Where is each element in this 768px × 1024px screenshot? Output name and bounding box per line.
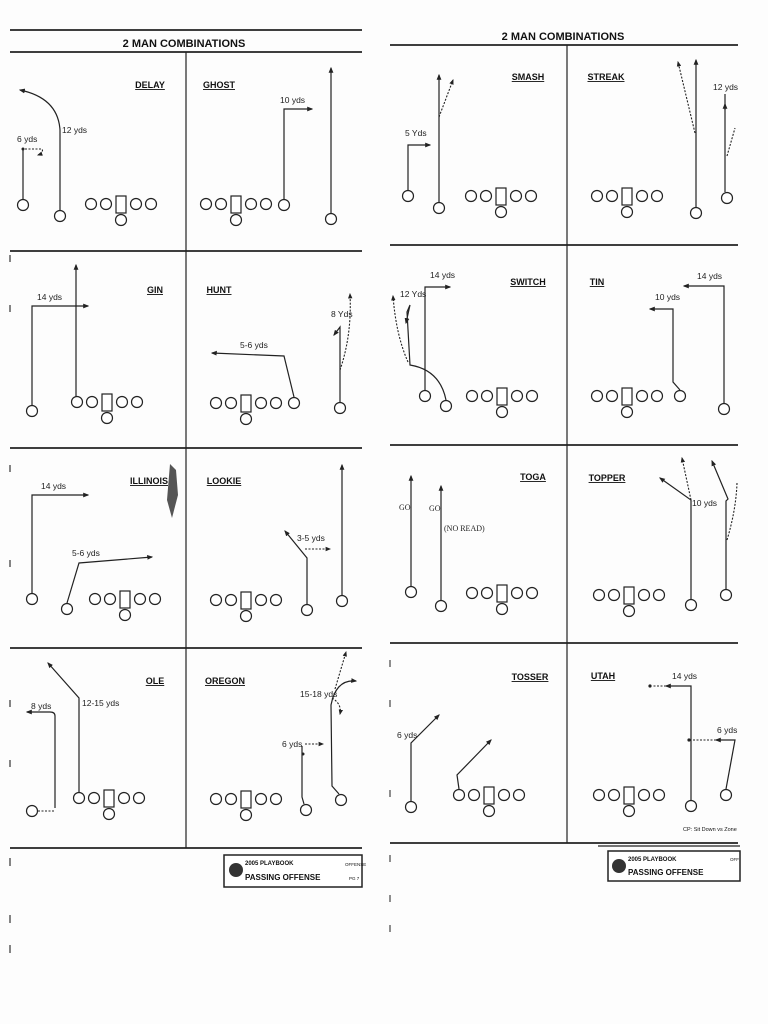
svg-text:OLE: OLE xyxy=(146,676,165,686)
svg-text:TOSSER: TOSSER xyxy=(512,672,549,682)
svg-text:5 Yds: 5 Yds xyxy=(405,128,427,138)
play-ole: OLE 8 yds 12-15 yds xyxy=(25,662,165,821)
svg-text:PASSING OFFENSE: PASSING OFFENSE xyxy=(245,873,321,882)
svg-text:PG 7: PG 7 xyxy=(349,876,360,881)
svg-text:HUNT: HUNT xyxy=(207,285,232,295)
svg-text:6 yds: 6 yds xyxy=(397,730,417,740)
svg-text:6 yds: 6 yds xyxy=(282,739,302,749)
footer-badge: 2005 PLAYBOOK PASSING OFFENSE OFFENSE PG… xyxy=(223,854,366,888)
svg-text:GO: GO xyxy=(429,504,441,513)
play-gin: GIN 14 yds xyxy=(25,263,163,425)
svg-text:2005 PLAYBOOK: 2005 PLAYBOOK xyxy=(245,861,294,867)
svg-text:OFFENSE: OFFENSE xyxy=(345,862,366,867)
play-toga: TOGA GO GO (NO READ) xyxy=(399,472,546,616)
svg-text:LOOKIE: LOOKIE xyxy=(207,476,242,486)
page-title: 2 MAN COMBINATIONS xyxy=(123,38,246,50)
svg-text:10 yds: 10 yds xyxy=(692,498,717,508)
play-ghost: GHOST 10 yds xyxy=(199,66,338,227)
svg-text:STREAK: STREAK xyxy=(587,72,625,82)
svg-text:14 yds: 14 yds xyxy=(37,292,62,302)
svg-text:10 yds: 10 yds xyxy=(655,292,680,302)
play-streak: STREAK 12 yds xyxy=(587,58,738,220)
svg-text:15-18 yds: 15-18 yds xyxy=(300,689,337,699)
svg-text:GIN: GIN xyxy=(147,285,163,295)
svg-text:(NO READ): (NO READ) xyxy=(444,524,485,533)
play-smash: SMASH 5 Yds xyxy=(401,72,545,219)
play-tin: TIN 10 yds 14 yds xyxy=(590,271,731,419)
svg-text:5-6 yds: 5-6 yds xyxy=(240,340,268,350)
play-illinois: ILLINOIS 14 yds 5-6 yds xyxy=(25,464,178,622)
svg-text:TIN: TIN xyxy=(590,277,605,287)
play-lookie: LOOKIE 3-5 yds xyxy=(207,463,349,623)
helmet-icon xyxy=(229,863,243,877)
svg-text:6 yds: 6 yds xyxy=(17,134,37,144)
svg-text:UTAH: UTAH xyxy=(591,671,615,681)
svg-text:ILLINOIS: ILLINOIS xyxy=(130,476,168,486)
svg-text:14 yds: 14 yds xyxy=(41,481,66,491)
helmet-icon xyxy=(612,859,626,873)
play-tosser: TOSSER 6 yds xyxy=(397,672,549,818)
svg-text:12 Yds: 12 Yds xyxy=(400,289,426,299)
coaching-point-note: CP: Sit Down vs Zone xyxy=(683,827,737,833)
feather-icon xyxy=(167,464,178,518)
right-page: 2 MAN COMBINATIONS SMASH 5 Yds STREAK xyxy=(389,31,741,932)
svg-text:TOGA: TOGA xyxy=(520,472,546,482)
play-name: DELAY xyxy=(135,80,165,90)
svg-text:14 yds: 14 yds xyxy=(697,271,722,281)
svg-text:3-5 yds: 3-5 yds xyxy=(297,533,325,543)
svg-text:6 yds: 6 yds xyxy=(717,725,737,735)
svg-text:TOPPER: TOPPER xyxy=(589,473,626,483)
svg-text:8 yds: 8 yds xyxy=(31,701,51,711)
play-delay: DELAY 6 yds 12 yds xyxy=(16,80,165,227)
svg-text:8 Yds: 8 Yds xyxy=(331,309,353,319)
svg-text:14 yds: 14 yds xyxy=(430,270,455,280)
play-switch: SWITCH 14 yds 12 Yds xyxy=(391,270,546,419)
svg-text:12 yds: 12 yds xyxy=(62,125,87,135)
left-page: 2 MAN COMBINATIONS DELAY 6 yds 12 yds GH… xyxy=(9,29,366,953)
svg-text:12 yds: 12 yds xyxy=(713,82,738,92)
play-oregon: OREGON 15-18 yds 6 yds xyxy=(205,650,358,822)
svg-text:OREGON: OREGON xyxy=(205,676,245,686)
svg-text:2005 PLAYBOOK: 2005 PLAYBOOK xyxy=(628,857,677,863)
svg-text:SMASH: SMASH xyxy=(512,72,545,82)
svg-text:10 yds: 10 yds xyxy=(280,95,305,105)
play-utah: UTAH 14 yds 6 yds CP: Sit Down vs Zone xyxy=(591,671,737,833)
page-title: 2 MAN COMBINATIONS xyxy=(502,31,625,43)
svg-text:GHOST: GHOST xyxy=(203,80,236,90)
svg-text:OFF: OFF xyxy=(730,857,739,862)
svg-text:12-15 yds: 12-15 yds xyxy=(82,698,119,708)
play-hunt: HUNT 5-6 yds 8 Yds xyxy=(207,285,353,426)
footer-badge: 2005 PLAYBOOK PASSING OFFENSE OFF xyxy=(598,845,741,882)
svg-text:SWITCH: SWITCH xyxy=(510,277,546,287)
svg-text:GO: GO xyxy=(399,503,411,512)
play-topper: TOPPER 10 yds xyxy=(589,456,738,618)
svg-text:PASSING OFFENSE: PASSING OFFENSE xyxy=(628,868,704,877)
svg-text:5-6 yds: 5-6 yds xyxy=(72,548,100,558)
svg-text:14 yds: 14 yds xyxy=(672,671,697,681)
